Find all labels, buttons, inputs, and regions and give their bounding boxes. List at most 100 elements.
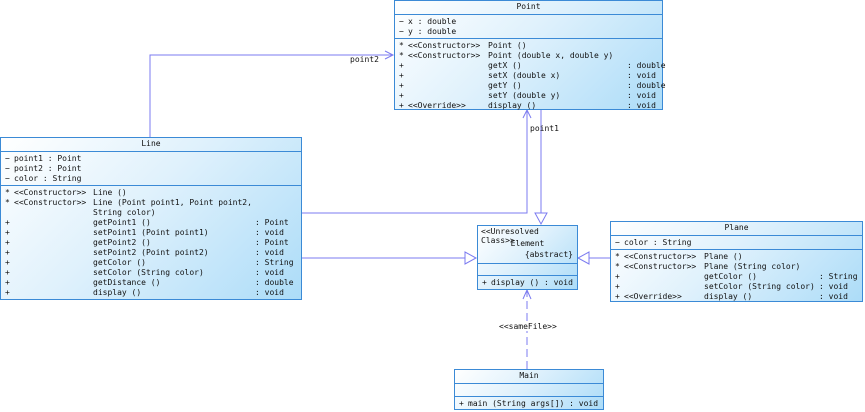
visibility: + — [5, 228, 10, 237]
method-row[interactable]: +setX (double x): void — [395, 71, 662, 81]
method-stereotype: <<Constructor>> — [624, 262, 697, 271]
method-stereotype: <<Constructor>> — [14, 198, 87, 207]
association-line-point1[interactable] — [302, 110, 528, 214]
method-name: getX () — [488, 61, 522, 70]
samefile-stereotype-label: <<sameFile>> — [499, 322, 557, 331]
return-type: : Point — [255, 218, 289, 227]
association-arrowhead — [522, 108, 532, 119]
method-row[interactable]: +getColor (): String — [611, 272, 862, 282]
attribute-row[interactable]: −point2 : Point — [1, 164, 301, 174]
generalization-triangle — [464, 251, 478, 265]
visibility: + — [399, 101, 404, 110]
class-name: Element — [510, 239, 545, 248]
class-name: Point — [395, 1, 662, 15]
visibility: + — [482, 278, 487, 287]
class-line[interactable]: Line−point1 : Point−point2 : Point−color… — [0, 137, 302, 300]
visibility: * — [615, 262, 620, 271]
method-name: Plane (String color) — [704, 262, 801, 271]
method-row[interactable]: *<<Constructor>>Point (double x, double … — [395, 51, 662, 61]
method-row[interactable]: +setColor (String color): void — [611, 282, 862, 292]
return-type: : void — [627, 71, 656, 80]
visibility: + — [399, 61, 404, 70]
attributes-compartment — [455, 384, 603, 397]
visibility: + — [5, 268, 10, 277]
return-type: : String — [255, 258, 294, 267]
method-row[interactable]: +getY (): double — [395, 81, 666, 91]
method-row[interactable]: +getPoint2 (): Point — [1, 238, 301, 248]
method-row[interactable]: * <<Constructor>> Plane (String color) — [611, 262, 862, 272]
class-plane[interactable]: Plane−color : String*<<Constructor>>Plan… — [610, 221, 863, 302]
return-type: : void — [819, 292, 848, 301]
method-row[interactable]: +<<Override>>display (): void — [395, 101, 662, 111]
class-point[interactable]: Point−x : double−y : double*<<Constructo… — [394, 0, 666, 111]
visibility: − — [399, 27, 404, 36]
methods-compartment: *<<Constructor>>Plane ()*<<Constructor>>… — [611, 250, 862, 303]
method-row[interactable]: +display (): void — [1, 288, 301, 298]
attribute-row[interactable]: −color : String — [1, 174, 301, 184]
method-name: Plane () — [704, 252, 743, 261]
return-type: : double — [627, 61, 666, 70]
class-stereotype: <<Unresolved Class>> — [481, 227, 539, 245]
methods-compartment: *<<Constructor>>Line ()*<<Constructor>>L… — [1, 186, 301, 299]
attribute-row[interactable]: −y : double — [395, 27, 662, 37]
visibility: + — [615, 292, 620, 301]
method-row[interactable]: +getPoint1 (): Point — [1, 218, 301, 228]
attribute-row[interactable]: −point1 : Point — [1, 154, 301, 164]
method-row[interactable]: + main (String args[]) : void — [455, 399, 603, 409]
method-row[interactable]: +setColor (String color): void — [1, 268, 301, 278]
method-row[interactable]: +setY (double y): void — [395, 91, 662, 101]
attribute-text: point2 : Point — [14, 164, 82, 173]
return-type: : void — [627, 91, 656, 100]
attribute-text: color : String — [14, 174, 82, 183]
class-element[interactable]: <<Unresolved Class>> Element {abstract} … — [477, 225, 578, 290]
method-row[interactable]: + <<Override>> display () : void — [611, 292, 862, 302]
attribute-row[interactable]: −x : double — [395, 17, 662, 27]
attribute-text: y : double — [408, 27, 457, 36]
point2-role-label: point2 — [350, 55, 379, 64]
association-line-point2[interactable] — [149, 54, 393, 137]
method-row[interactable]: *<<Constructor>>Line (Point point1, Poin… — [1, 198, 301, 218]
method-name: getDistance () — [93, 278, 161, 287]
method-row[interactable]: *<<Constructor>>Point () — [395, 41, 662, 51]
association-arrowhead — [384, 50, 395, 60]
visibility: + — [5, 288, 10, 297]
method-row[interactable]: *<<Constructor>>Line () — [1, 188, 301, 198]
visibility: − — [5, 154, 10, 163]
visibility: − — [615, 238, 620, 247]
class-main[interactable]: Main + main (String args[]) : void — [454, 369, 604, 410]
attributes-compartment: −x : double−y : double — [395, 15, 662, 39]
visibility: * — [615, 252, 620, 261]
return-type: : void — [627, 101, 656, 110]
method-name: Line () — [93, 188, 127, 197]
visibility: − — [5, 164, 10, 173]
method-name: display () — [704, 292, 753, 301]
method-text: display () : void — [491, 278, 573, 287]
class-name: Line — [1, 138, 301, 152]
method-row[interactable]: +getColor (): String — [1, 258, 301, 268]
attribute-row[interactable]: −color : String — [611, 238, 862, 248]
method-name: getPoint1 () — [93, 218, 151, 227]
method-row[interactable]: + display () : void — [478, 278, 577, 288]
method-stereotype: <<Override>> — [624, 292, 682, 301]
return-type: : String — [819, 272, 858, 281]
method-row[interactable]: +getDistance (): double — [1, 278, 301, 288]
attribute-text: color : String — [624, 238, 692, 247]
method-row[interactable]: +setPoint2 (Point point2): void — [1, 248, 301, 258]
visibility: * — [399, 41, 404, 50]
method-row[interactable]: +setPoint1 (Point point1): void — [1, 228, 301, 238]
method-name: setY (double y) — [488, 91, 561, 100]
method-name: Point () — [488, 41, 527, 50]
visibility: * — [399, 51, 404, 60]
generalization-triangle — [576, 251, 590, 265]
method-row[interactable]: *<<Constructor>>Plane () — [611, 252, 862, 262]
method-name: setColor (String color) — [93, 268, 204, 277]
visibility: * — [5, 198, 10, 207]
method-row[interactable]: + getX () : double — [395, 61, 666, 71]
attribute-text: x : double — [408, 17, 457, 26]
return-type: : void — [819, 282, 848, 291]
method-name: getColor () — [704, 272, 757, 281]
return-type: : void — [255, 288, 284, 297]
return-type: : void — [255, 228, 284, 237]
method-text: main (String args[]) : void — [468, 399, 599, 408]
